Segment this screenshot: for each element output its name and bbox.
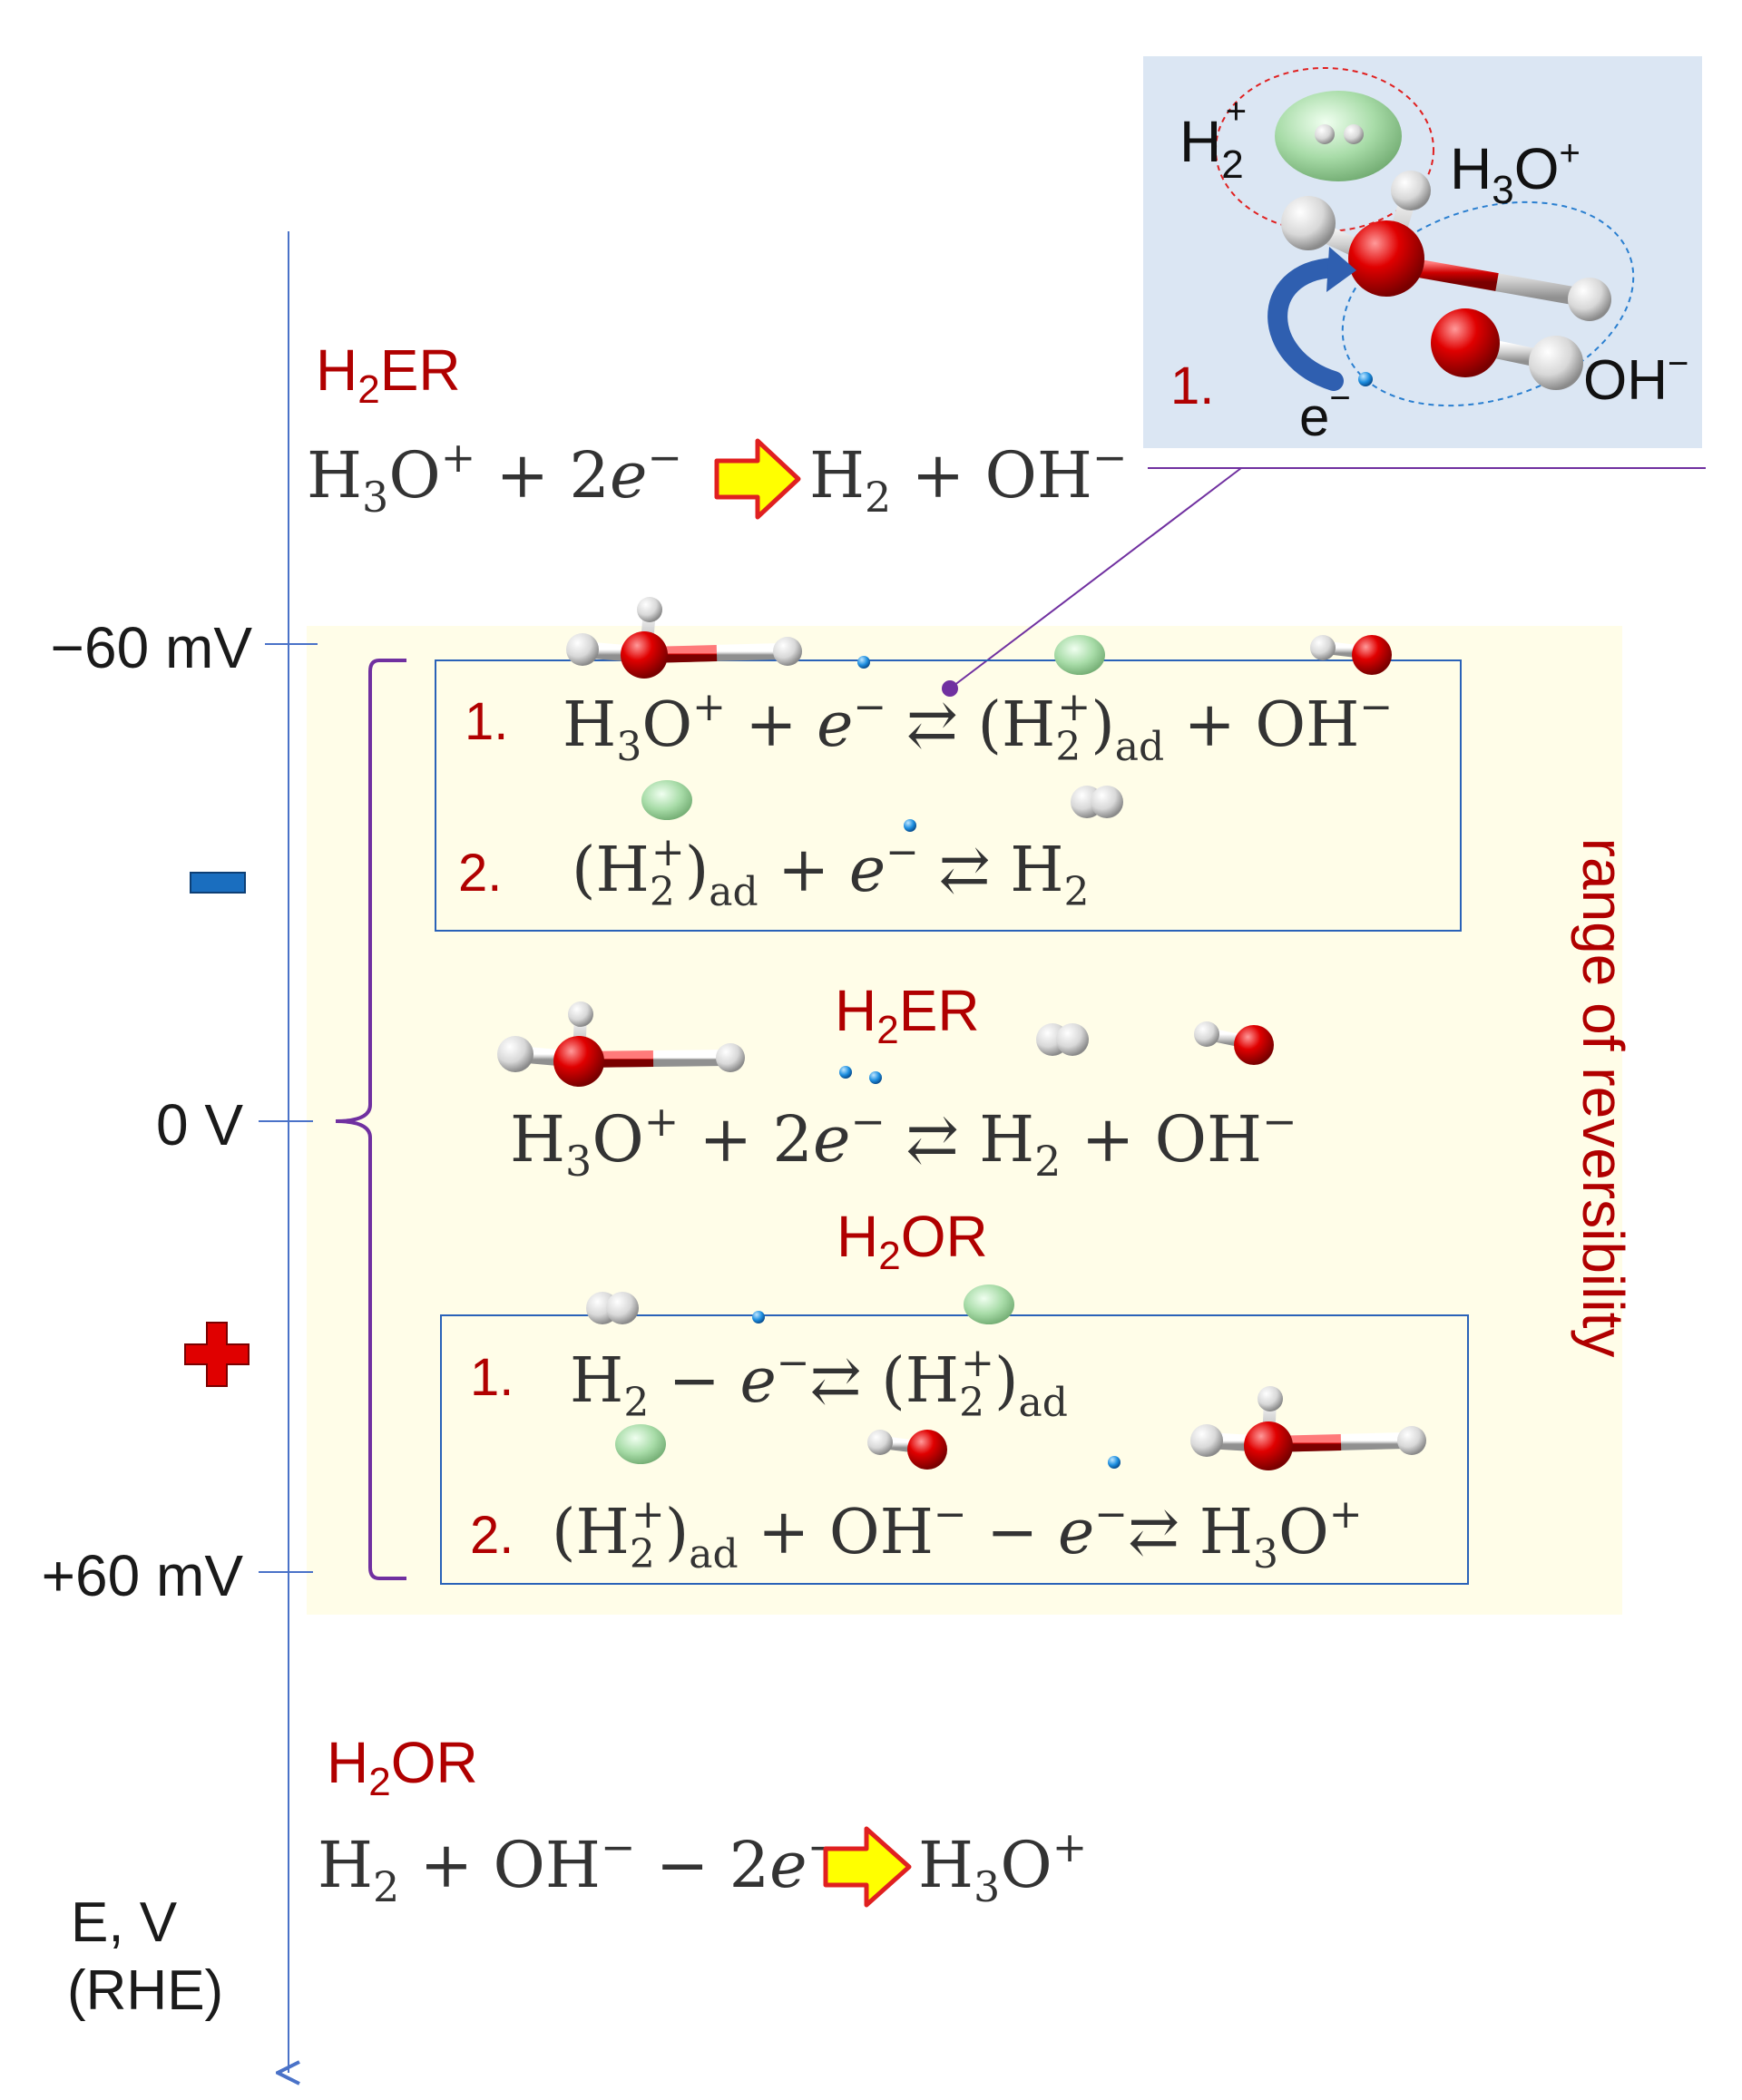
top-reaction-title: H2ER xyxy=(316,337,461,412)
hydrogen-atom xyxy=(1391,171,1431,210)
inset-oh-label: OH− xyxy=(1583,344,1688,412)
bottom-reaction-rhs: H3O+ xyxy=(918,1822,1087,1911)
hor-step2-number: 2. xyxy=(470,1506,514,1565)
inset-step-number: 1. xyxy=(1170,357,1214,415)
inset-connector-line xyxy=(949,467,1242,689)
h2-plus-atom xyxy=(1315,124,1335,144)
hydrogen-atom xyxy=(1568,278,1611,321)
tick-label: −60 mV xyxy=(51,615,253,680)
h3o-molecule xyxy=(566,597,802,679)
top-reaction-rhs: H2 + OH− xyxy=(809,433,1127,522)
hor-step1-equation: H2 − e−⇄ (H2+)ad xyxy=(570,1340,1068,1426)
oh-molecule xyxy=(1310,635,1392,675)
electron-transfer-arrow xyxy=(1267,258,1344,391)
oxygen-atom xyxy=(1431,308,1500,377)
inset-h3o-label: H3O+ xyxy=(1450,133,1581,212)
her-step1-equation: H3O+ + e− ⇄ (H2+)ad + OH− xyxy=(563,684,1393,770)
bottom-reaction-title: H2OR xyxy=(327,1730,478,1804)
h2-plus-molecule xyxy=(615,1424,666,1464)
minus-sign xyxy=(190,872,246,894)
reversibility-bracket xyxy=(335,659,406,1580)
inset-h2-label: H2+ xyxy=(1179,92,1247,187)
arrow-head xyxy=(1326,247,1356,292)
hor-steps-box xyxy=(440,1314,1469,1585)
h2-molecule xyxy=(1071,786,1123,818)
axis-title-line1: E, V xyxy=(71,1891,178,1954)
axis-title-line2: (RHE) xyxy=(67,1959,223,2022)
electron xyxy=(1358,372,1373,386)
bottom-reaction-lhs: H2 + OH− − 2e− xyxy=(318,1822,842,1911)
middle-her-title: H2ER xyxy=(835,978,980,1052)
her-steps-box xyxy=(435,659,1462,932)
reversibility-label: range of reversibility xyxy=(1571,838,1636,1358)
middle-hor-title: H2OR xyxy=(837,1204,988,1278)
her-step2-equation: (H2+)ad + e− ⇄ H2 xyxy=(572,829,1090,915)
her-step1-number: 1. xyxy=(465,692,508,751)
h2-molecule xyxy=(1036,1023,1089,1056)
hor-step1-number: 1. xyxy=(470,1348,514,1407)
hor-step2-equation: (H2+)ad + OH− − e−⇄ H3O+ xyxy=(552,1491,1363,1577)
electron xyxy=(839,1066,852,1079)
h2-plus-molecule xyxy=(641,780,692,820)
her-step2-number: 2. xyxy=(458,844,502,903)
hydrogen-atom xyxy=(1281,196,1336,250)
potential-axis: −60 mV 0 V +60 mV E, V (RHE) xyxy=(42,231,318,2073)
bottom-reaction-arrow xyxy=(823,1826,912,1908)
top-reaction-arrow xyxy=(714,438,801,520)
inset-electron-label: e− xyxy=(1299,378,1351,447)
electron xyxy=(752,1311,765,1323)
middle-overall-equation: H3O+ + 2e− ⇄ H2 + OH− xyxy=(510,1097,1297,1186)
h2-plus-atom xyxy=(1344,124,1364,144)
tick-label: 0 V xyxy=(156,1092,243,1157)
h3o-molecule xyxy=(1190,1386,1426,1470)
plus-sign xyxy=(184,1322,250,1387)
electron xyxy=(904,819,916,832)
inset-panel: H2+ H3O+ OH− 1. e− xyxy=(1143,56,1702,448)
electron xyxy=(1108,1456,1121,1469)
h2-molecule xyxy=(586,1292,639,1324)
h3o-molecule xyxy=(497,1001,745,1087)
electron xyxy=(869,1071,882,1084)
water-region xyxy=(1341,200,1635,407)
tick-label: +60 mV xyxy=(42,1543,244,1608)
top-reaction-lhs: H3O+ + 2e− xyxy=(307,433,682,522)
oxygen-atom xyxy=(1348,220,1424,297)
electron xyxy=(857,656,870,669)
h2-plus-molecule xyxy=(1275,91,1402,181)
connector-dot xyxy=(942,680,958,697)
oh-molecule xyxy=(1194,1021,1274,1065)
h2-plus-molecule xyxy=(1054,635,1105,675)
h2-plus-molecule xyxy=(964,1284,1014,1324)
oh-molecule xyxy=(867,1430,947,1470)
hydrogen-atom xyxy=(1529,336,1583,390)
